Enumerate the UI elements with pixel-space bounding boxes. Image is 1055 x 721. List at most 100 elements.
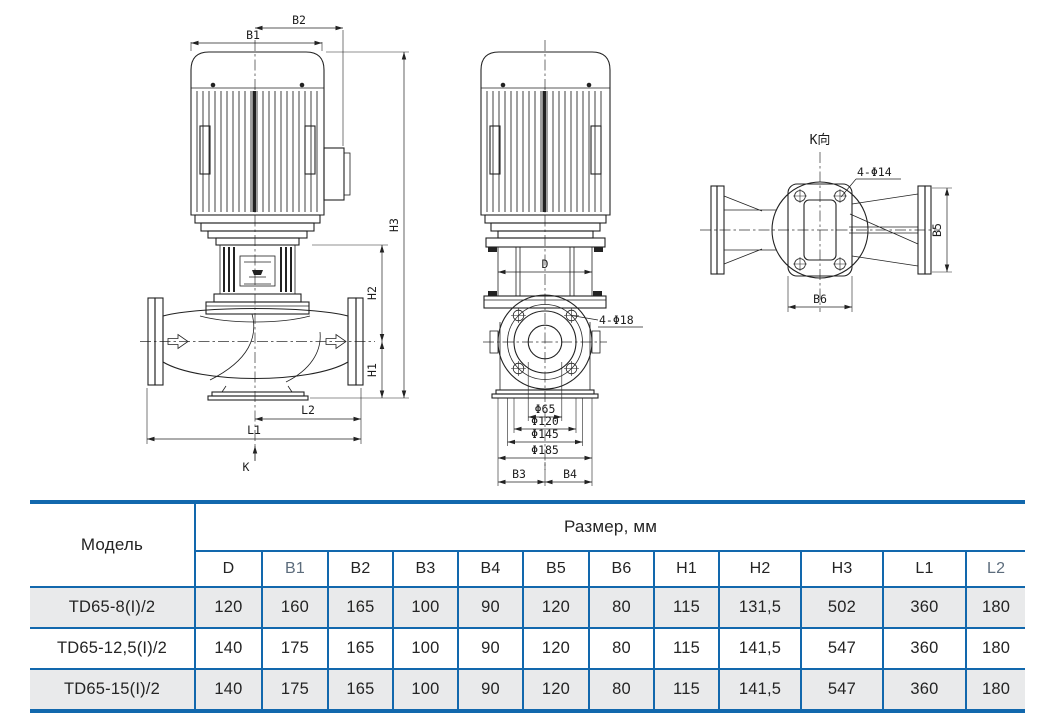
k-view-title: K向 <box>810 132 831 148</box>
kview-left-flange <box>710 185 776 275</box>
dim-label-d: D <box>542 257 549 271</box>
dim-label-b3: B3 <box>512 467 526 481</box>
col-header-b6: B6 <box>588 550 655 588</box>
front-dimensions: B2 B1 H3 H2 H1 L2 L1 K <box>146 13 409 474</box>
cell-value: 100 <box>392 586 459 629</box>
view-arrow-k-label: K <box>243 460 250 474</box>
kview-pad <box>787 183 853 277</box>
front-view: B2 B1 H3 H2 H1 L2 L1 K <box>140 13 409 474</box>
side-support-columns: D <box>497 247 593 296</box>
col-header-b1: B1 <box>261 550 329 588</box>
cell-value: 360 <box>882 586 967 629</box>
col-header-b3: B3 <box>392 550 459 588</box>
front-motor <box>190 51 351 246</box>
cell-value: 115 <box>653 586 720 629</box>
side-view: D 4-Φ18 Φ65 <box>480 40 643 486</box>
kview-centerlines <box>700 152 940 312</box>
side-flange-face: 4-Φ18 <box>483 291 643 399</box>
cell-value: 180 <box>964 668 1026 713</box>
bolt-holes-14 <box>793 189 847 271</box>
column-header-row: D B1 B2 B3 B4 B5 B6 H1 H2 H3 L1 L2 <box>30 550 1026 588</box>
table-row: TD65-12,5(I)/2 140 175 165 100 90 120 80… <box>30 627 1026 670</box>
cell-value: 80 <box>588 627 655 670</box>
model-name: TD65-12,5(I)/2 <box>30 627 196 670</box>
cell-value: 547 <box>800 668 884 713</box>
size-header: Размер, мм <box>193 500 1026 552</box>
terminal-box <box>323 147 345 201</box>
cell-value: 360 <box>882 627 967 670</box>
cell-value: 115 <box>653 668 720 713</box>
table-row: TD65-15(I)/2 140 175 165 100 90 120 80 1… <box>30 668 1026 713</box>
cell-value: 502 <box>800 586 884 629</box>
col-header-b4: B4 <box>457 550 524 588</box>
side-dimensions: Φ65 Φ120 Φ145 Φ185 B3 B4 <box>497 362 593 486</box>
model-column-header: Модель <box>30 500 196 588</box>
cell-value: 90 <box>457 668 524 713</box>
cell-value: 90 <box>457 627 524 670</box>
dim-label-l1: L1 <box>247 423 261 437</box>
col-header-h1: H1 <box>653 550 720 588</box>
k-view: K向 4-Φ14 B5 <box>700 132 952 312</box>
dim-label-h3: H3 <box>387 218 401 232</box>
cell-value: 175 <box>261 627 329 670</box>
dim-label-l2: L2 <box>301 403 315 417</box>
pump-drawing-svg: B2 B1 H3 H2 H1 L2 L1 K <box>140 13 952 486</box>
cell-value: 90 <box>457 586 524 629</box>
callout-4-d14: 4-Φ14 <box>857 165 892 179</box>
table-row: TD65-8(I)/2 120 160 165 100 90 120 80 11… <box>30 586 1026 629</box>
technical-drawing: B2 B1 H3 H2 H1 L2 L1 K <box>140 13 952 486</box>
side-motor <box>480 51 611 252</box>
cell-value: 131,5 <box>718 586 802 629</box>
cell-value: 100 <box>392 627 459 670</box>
cell-value: 141,5 <box>718 668 802 713</box>
dim-label-dia185: Φ185 <box>531 443 559 457</box>
cell-value: 180 <box>964 586 1026 629</box>
model-name: TD65-15(I)/2 <box>30 668 196 713</box>
cell-value: 100 <box>392 668 459 713</box>
dim-label-b6: B6 <box>813 292 827 306</box>
dim-label-b5: B5 <box>930 223 944 237</box>
dim-label-dia65: Φ65 <box>535 402 556 416</box>
col-header-d: D <box>195 550 263 588</box>
flow-arrow-right <box>325 333 347 350</box>
model-name: TD65-8(I)/2 <box>30 586 196 629</box>
col-header-l1: L1 <box>882 550 967 588</box>
col-header-b5: B5 <box>522 550 590 588</box>
front-volute <box>147 293 364 401</box>
flow-arrow-left <box>167 333 189 350</box>
callout-4-d18: 4-Φ18 <box>599 313 634 327</box>
cell-value: 360 <box>882 668 967 713</box>
dim-label-b2: B2 <box>292 13 306 27</box>
col-header-h3: H3 <box>800 550 884 588</box>
cell-value: 180 <box>964 627 1026 670</box>
dim-label-dia145: Φ145 <box>531 427 559 441</box>
col-header-b2: B2 <box>327 550 394 588</box>
cell-value: 80 <box>588 586 655 629</box>
cell-value: 165 <box>327 668 394 713</box>
cell-value: 140 <box>194 627 263 670</box>
cell-value: 140 <box>194 668 263 713</box>
front-centerlines <box>140 40 375 462</box>
front-lantern <box>219 245 296 294</box>
cell-value: 80 <box>588 668 655 713</box>
cell-value: 120 <box>522 668 590 713</box>
dimension-table: Модель Размер, мм D B1 B2 B3 B4 B5 B6 H1… <box>30 500 1026 713</box>
cell-value: 175 <box>261 668 329 713</box>
cell-value: 115 <box>653 627 720 670</box>
cell-value: 165 <box>327 586 394 629</box>
dim-label-b4: B4 <box>563 467 577 481</box>
cell-value: 141,5 <box>718 627 802 670</box>
dim-label-h2: H2 <box>365 286 379 300</box>
cell-value: 160 <box>261 586 329 629</box>
dim-label-h1: H1 <box>365 363 379 377</box>
kview-dimensions: 4-Φ14 B5 B6 <box>787 165 952 312</box>
cell-value: 165 <box>327 627 394 670</box>
col-header-h2: H2 <box>718 550 802 588</box>
cell-value: 120 <box>522 627 590 670</box>
col-header-l2: L2 <box>964 550 1026 588</box>
dim-label-b1: B1 <box>246 28 260 42</box>
cell-value: 120 <box>194 586 263 629</box>
cell-value: 120 <box>522 586 590 629</box>
cell-value: 547 <box>800 627 884 670</box>
